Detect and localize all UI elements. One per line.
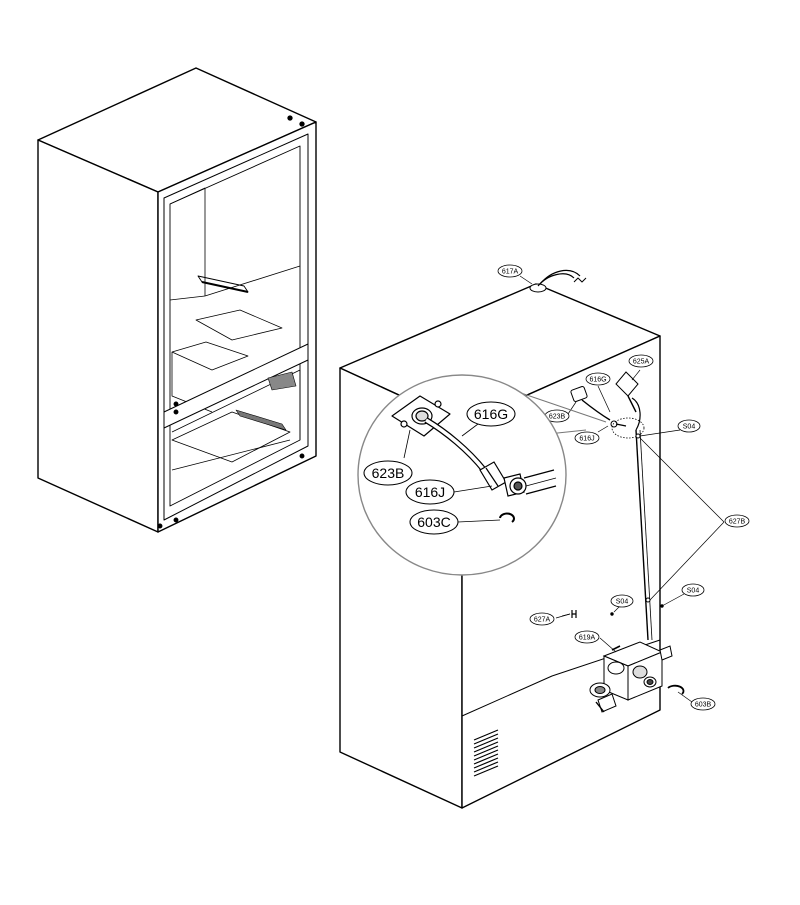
callout-625A: 625A [628, 354, 654, 368]
callout-large-603C: 603C [409, 509, 459, 535]
svg-text:625A: 625A [633, 359, 650, 366]
detail-ring-603C [499, 512, 515, 523]
callout-616G: 616G [585, 372, 611, 386]
svg-text:616G: 616G [589, 377, 606, 384]
callout-S04-right: S04 [681, 583, 705, 597]
callout-S04-top: S04 [677, 419, 701, 433]
fridge-front-view [37, 67, 317, 533]
detail-magnifier: 616G 623B 616J 603C [357, 374, 607, 576]
detail-leaders [403, 423, 501, 523]
callout-616J: 616J [574, 431, 600, 445]
detail-fitting-616J [479, 461, 557, 497]
rear-vent-grille [473, 729, 499, 777]
detail-cap-623B [391, 395, 487, 472]
svg-text:S04: S04 [683, 424, 696, 431]
magnifier-connector-top [517, 391, 607, 423]
callout-S04-left: S04 [610, 594, 634, 608]
svg-text:627B: 627B [729, 519, 746, 526]
callout-619A: 619A [574, 630, 600, 644]
svg-text:616J: 616J [415, 484, 445, 500]
svg-text:627A: 627A [534, 617, 551, 624]
svg-text:616J: 616J [579, 436, 594, 443]
callout-617A: 617A [497, 264, 523, 278]
svg-text:617A: 617A [502, 269, 519, 276]
water-valve-619A [589, 641, 673, 713]
callout-large-616G: 616G [466, 401, 516, 427]
large-callouts: 616G 623B 616J 603C [363, 401, 516, 535]
svg-text:619A: 619A [579, 635, 596, 642]
svg-text:S04: S04 [687, 588, 700, 595]
callout-large-616J: 616J [405, 479, 455, 505]
callout-603B: 603B [690, 697, 716, 711]
svg-text:616G: 616G [474, 406, 508, 422]
svg-text:603C: 603C [417, 514, 450, 530]
water-line-assembly [561, 371, 685, 713]
callout-627A: 627A [529, 612, 555, 626]
svg-text:S04: S04 [616, 599, 629, 606]
callout-large-623B: 623B [363, 460, 413, 486]
svg-text:623B: 623B [372, 465, 405, 481]
callout-leaders [519, 275, 725, 703]
callout-627B: 627B [724, 514, 750, 528]
small-callouts: 617A 625A 616G 623B 616J S04 627B S04 [497, 264, 750, 711]
svg-text:603B: 603B [695, 702, 712, 709]
svg-text:623B: 623B [549, 414, 566, 421]
